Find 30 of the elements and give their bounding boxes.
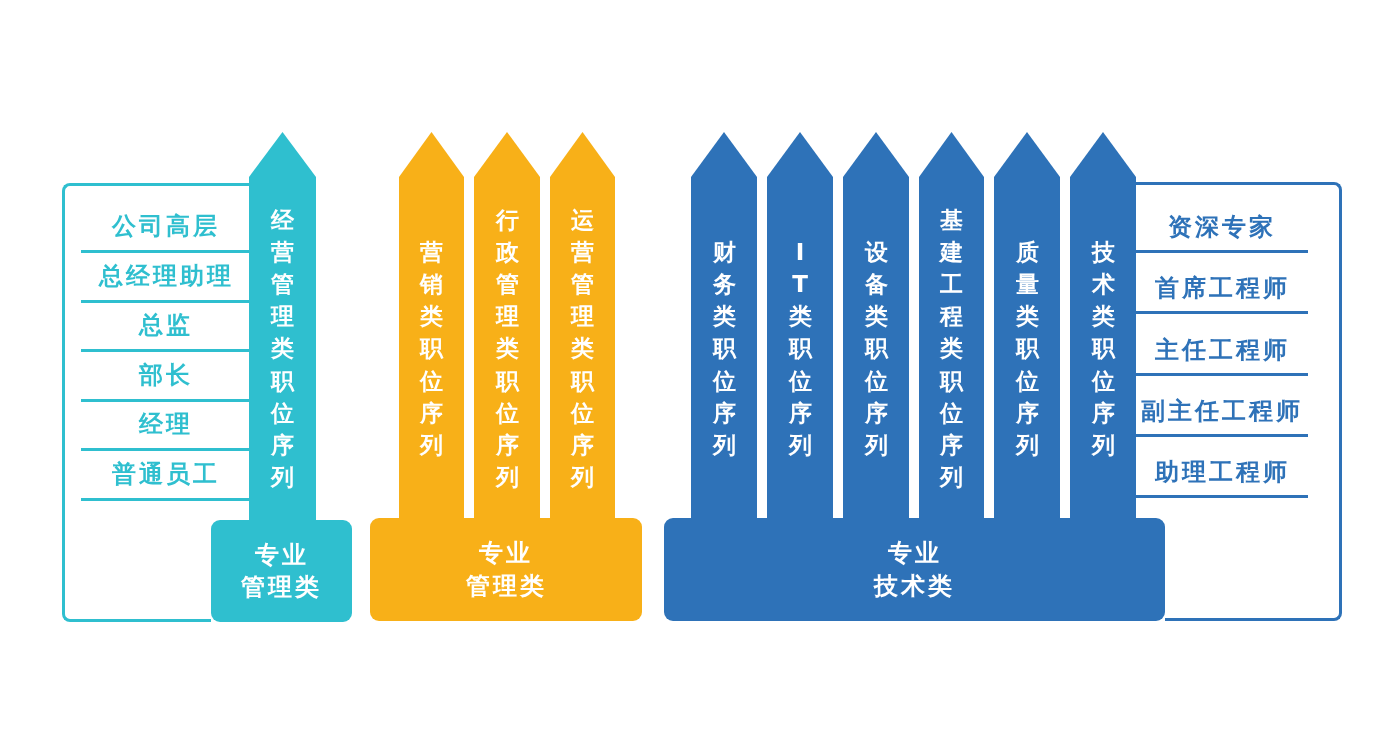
arrow-column xyxy=(474,132,540,520)
arrow-column xyxy=(691,132,757,520)
level-panel xyxy=(1136,182,1342,518)
category-label: 专业 xyxy=(254,539,309,571)
column-label: 行政管理类职位序列 xyxy=(495,205,519,493)
column-label: 技术类职位序列 xyxy=(1091,237,1115,460)
arrow-column xyxy=(399,132,464,520)
arrow-column xyxy=(1070,132,1136,520)
column-label: 财务类职位序列 xyxy=(712,237,736,460)
arrow-column xyxy=(550,132,615,520)
arrow-column xyxy=(919,132,984,520)
column-label: 设备类职位序列 xyxy=(864,237,888,460)
column-label: 营销类职位序列 xyxy=(420,237,443,460)
category-base xyxy=(211,520,352,622)
category-label: 专业 xyxy=(887,538,942,570)
arrow-column xyxy=(994,132,1060,520)
category-label: 专业 xyxy=(479,538,533,570)
level-panel xyxy=(62,183,249,520)
category-label: 管理类 xyxy=(241,572,322,603)
arrow-column xyxy=(249,132,316,520)
column-label: 质量类职位序列 xyxy=(1015,237,1039,460)
column-label: 基建工程类职位序列 xyxy=(940,205,963,493)
column-label: 经营管理类职位序列 xyxy=(271,205,294,493)
column-label: IT类职位序列 xyxy=(788,237,812,460)
category-label: 管理类 xyxy=(465,570,547,602)
column-label: 运营管理类职位序列 xyxy=(571,205,594,493)
category-base xyxy=(370,518,642,621)
category-label: 技术类 xyxy=(874,570,955,602)
arrow-column xyxy=(767,132,833,520)
arrow-column xyxy=(843,132,909,520)
